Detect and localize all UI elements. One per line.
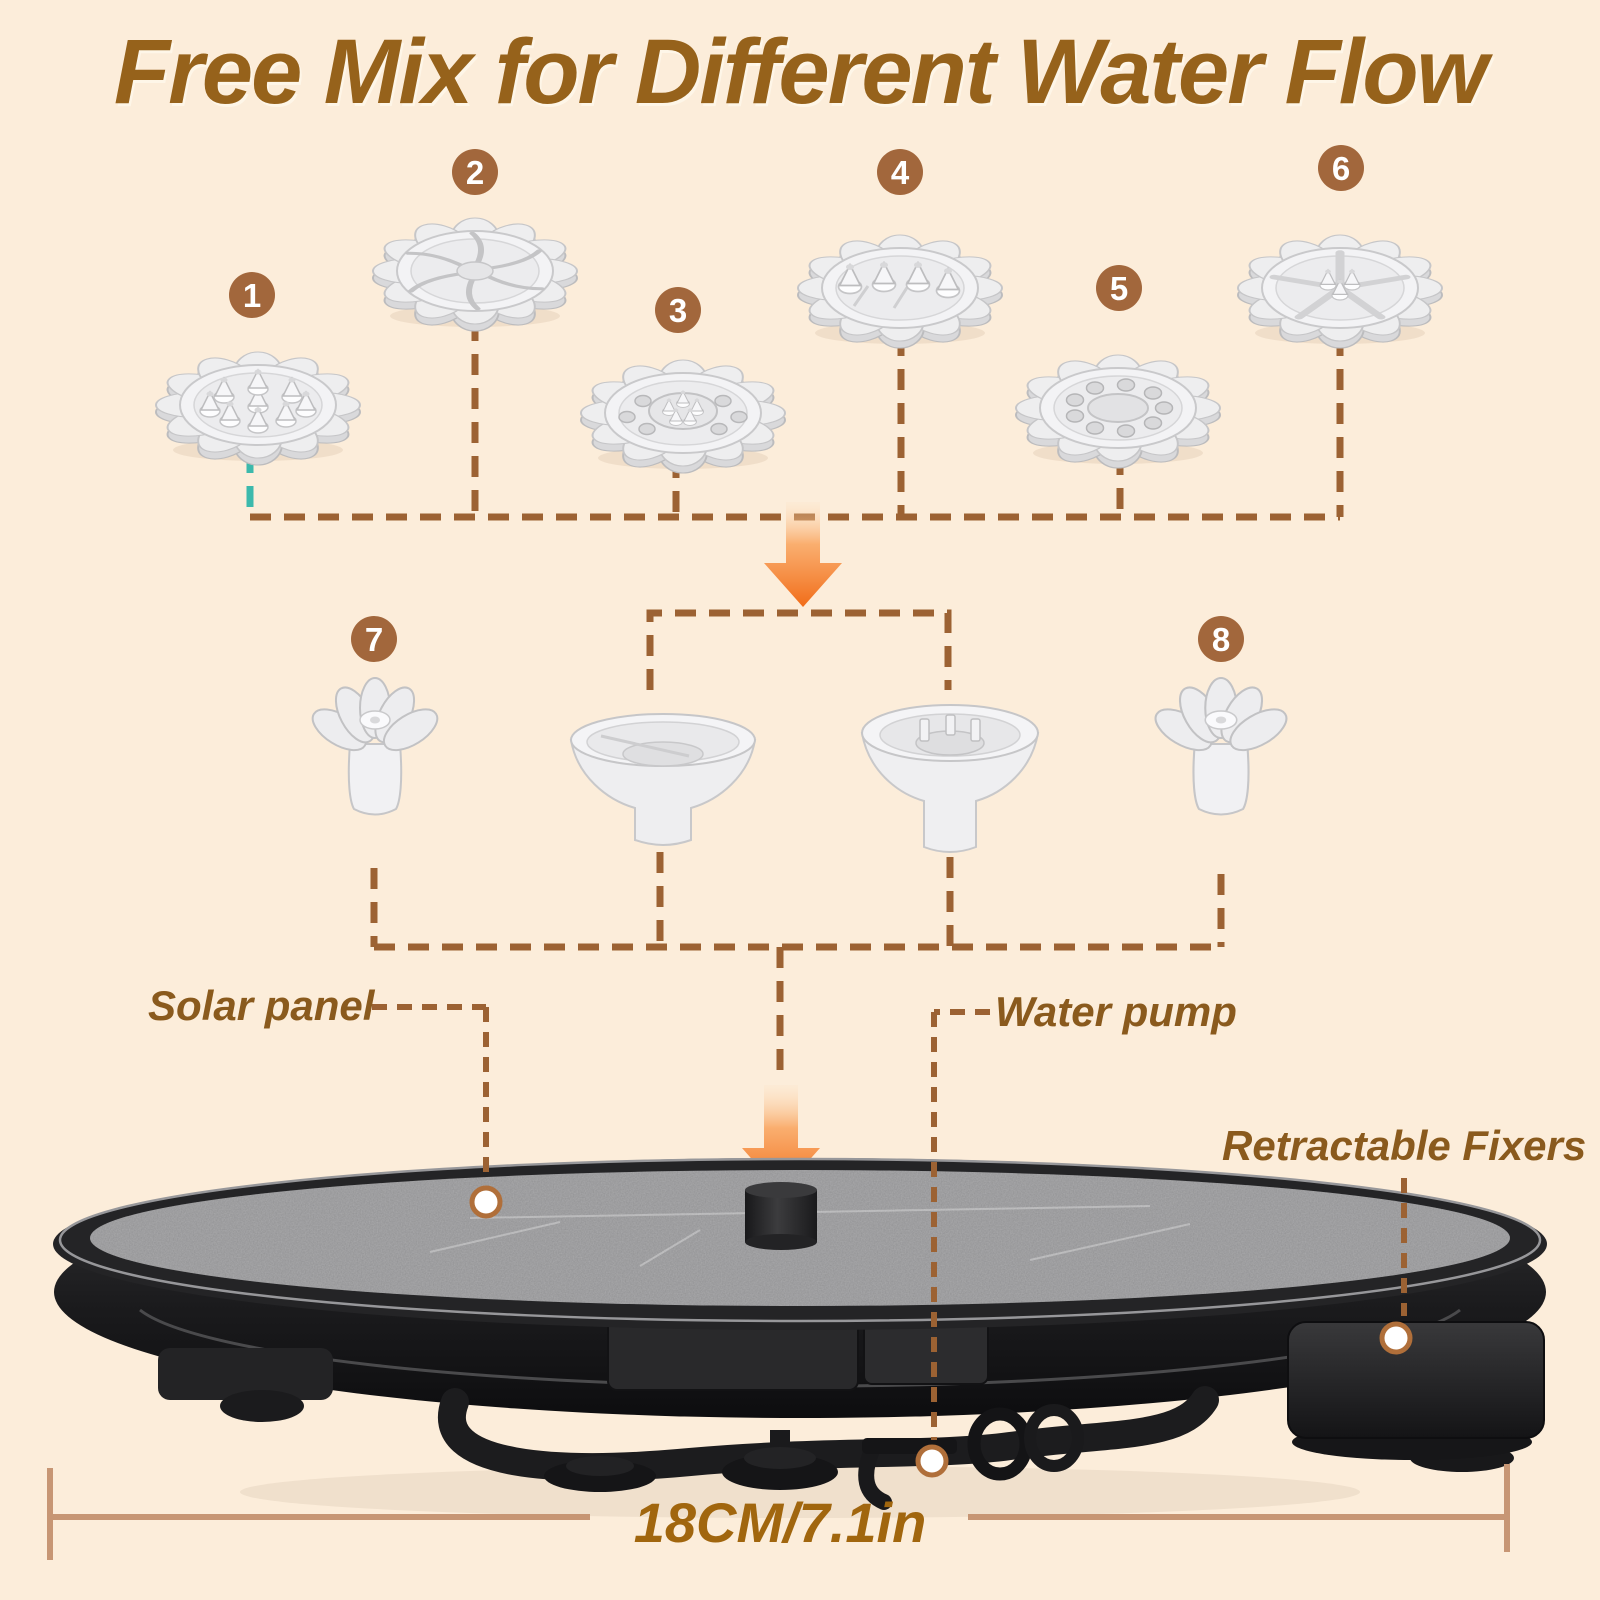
device-shadow: [240, 1466, 1360, 1518]
page-title: Free Mix for Different Water Flow: [113, 21, 1488, 123]
hose-clip-hanging: [858, 1442, 892, 1510]
spray-head-1-number-badge: 1: [229, 272, 275, 318]
spray-head-2-image: [373, 218, 577, 331]
connector-lines-row2: [370, 852, 1225, 1082]
spray-head-7-image: [304, 677, 446, 816]
spray-head-4-number-badge: 4: [877, 149, 923, 195]
water-pump-leader: [931, 1009, 990, 1440]
nozzle-adapter-funnel-image: [569, 713, 757, 846]
spray-head-6-number-badge: 6: [1318, 145, 1364, 191]
spray-head-7-number-badge: 7: [351, 616, 397, 662]
pump-outlet-cylinder-base: [745, 1234, 817, 1250]
down-arrow-icon: [764, 502, 842, 607]
callout-leader-lines: [372, 1004, 1407, 1440]
callout-dots: [469, 1185, 1413, 1478]
water-pump-callout-dot: [915, 1444, 949, 1478]
spray-head-5-number-badge: 5: [1096, 265, 1142, 311]
solar-panel-callout-dot: [469, 1185, 503, 1219]
solar-panel-rim-edge: [58, 1157, 1542, 1323]
spray-head-1-image: [156, 352, 360, 465]
spray-head-3-number-badge: 3: [655, 287, 701, 333]
spray-head-3-image: [581, 360, 785, 473]
solar-panel-leader: [372, 1004, 489, 1180]
retractable-fixers-label: Retractable Fixers: [1222, 1122, 1587, 1169]
spray-head-6-image: [1238, 235, 1442, 348]
nozzle-adapter-lock-image: [860, 704, 1040, 853]
solar-fountain-device: [53, 1157, 1547, 1518]
fixer-tab-foot: [220, 1390, 304, 1422]
retractable-fixer-tab-right: [1287, 1321, 1545, 1439]
water-pump-label: Water pump: [995, 988, 1237, 1035]
connector-bracket-adapters: [646, 609, 952, 690]
suction-cup: [566, 1456, 634, 1476]
suction-cup: [744, 1447, 816, 1469]
retractable-fixer-tab-left: [158, 1348, 333, 1400]
spray-head-4-image: [798, 235, 1002, 348]
dimension-lines: [47, 1464, 1510, 1560]
spray-head-2-number-badge: 2: [452, 149, 498, 195]
pump-outlet-cylinder: [745, 1190, 817, 1242]
diameter-dimension-label: 18CM/7.1in: [633, 1491, 927, 1554]
water-pump-hose: [438, 1386, 1219, 1481]
spray-head-8-image: [1147, 676, 1295, 816]
hose-clip: [1024, 1404, 1084, 1472]
spray-head-5-image: [1016, 355, 1220, 468]
pump-outlet-cylinder-top: [745, 1182, 817, 1198]
spray-head-8-number-badge: 8: [1198, 616, 1244, 662]
solar-panel-label: Solar panel: [148, 982, 375, 1029]
retractable-fixers-callout-dot: [1379, 1321, 1413, 1355]
